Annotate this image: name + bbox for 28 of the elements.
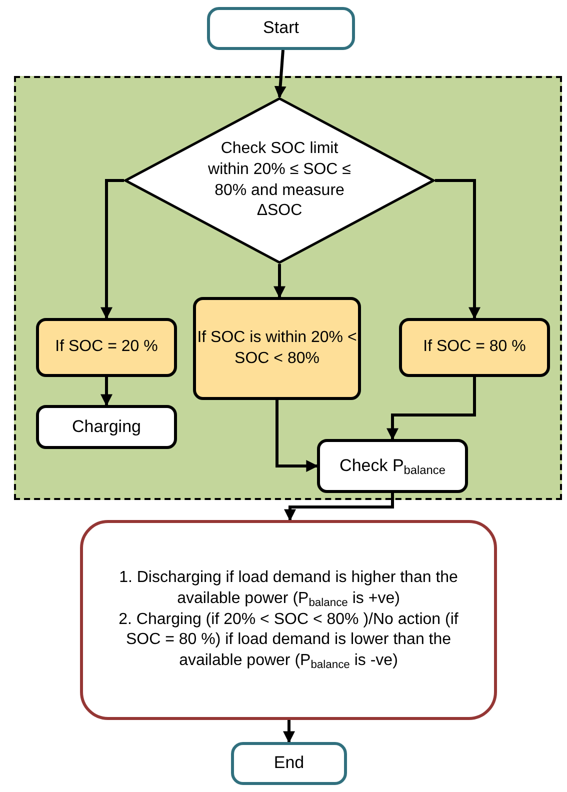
box-text: Start <box>263 17 299 40</box>
box-text: 2. Charging (if 20% < SOC < 80% )/No action (if SOC = 80 %) if load demand is lower than the available power (P$_{balance}$ is -ve) <box>118 610 460 672</box>
box-text: If SOC = 80 % <box>423 337 526 358</box>
decision-text: Check SOC limit within 20% ≤ SOC ≤ 80% and measure ΔSOC <box>207 138 352 222</box>
terminal-box <box>231 742 347 785</box>
arrow <box>100 179 124 320</box>
box-text: If SOC is within 20% < SOC < 80% <box>196 328 358 368</box>
box-text: If SOC = 20 % <box>55 337 158 358</box>
condition-box <box>193 297 361 400</box>
box-text: 1. Discharging if load demand is higher than the available power (P$_{balance}$ is +ve) <box>118 568 459 610</box>
process-box <box>317 439 468 493</box>
arrow <box>100 377 112 406</box>
box-text: End <box>274 752 304 774</box>
result-box <box>80 520 497 720</box>
arrow <box>274 264 286 298</box>
terminal-box <box>207 7 355 50</box>
process-box <box>36 405 177 449</box>
box-text: Check P$_{balance}$ <box>340 454 446 478</box>
arrow <box>274 50 286 98</box>
group-region <box>14 76 562 500</box>
arrow <box>386 377 476 440</box>
arrow <box>276 400 318 472</box>
condition-box <box>36 318 177 377</box>
arrow <box>283 720 295 744</box>
arrow <box>284 493 394 522</box>
arrow <box>435 179 480 320</box>
box-text: Charging <box>72 416 141 438</box>
condition-box <box>399 318 550 377</box>
